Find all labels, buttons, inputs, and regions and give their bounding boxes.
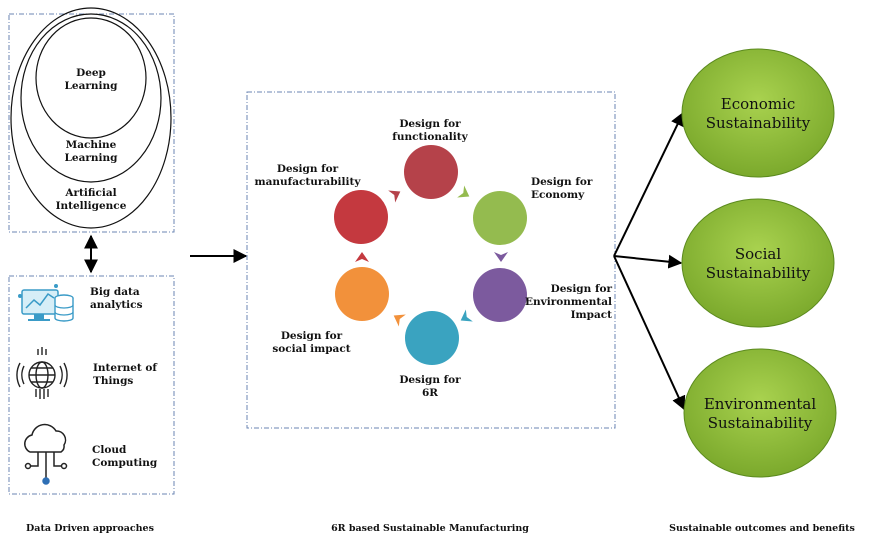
design-for-economy-circle — [473, 191, 527, 245]
cycle-arrow-3 — [460, 309, 473, 322]
arrow-to-social — [613, 254, 683, 269]
design-for-manufacturability-circle — [334, 190, 388, 244]
deep-learning-ellipse — [35, 17, 147, 139]
economic-sustainability-circle — [681, 48, 835, 178]
big-data-analytics-icon — [18, 284, 74, 322]
design-for-social-impact-circle — [335, 267, 389, 321]
caption-outcomes: Sustainable outcomes and benefits — [669, 523, 855, 534]
caption-6r-manufacturing: 6R based Sustainable Manufacturing — [331, 523, 529, 534]
design-cycle — [334, 145, 527, 365]
cycle-arrow-6 — [388, 190, 401, 203]
design-for-6r-circle — [405, 311, 459, 365]
machine-learning-ellipse — [20, 13, 162, 183]
cycle-arrow-4 — [393, 314, 406, 327]
cycle-arrow-2 — [494, 252, 508, 262]
arrow-to-environmental — [613, 255, 686, 411]
environmental-sustainability-circle — [683, 348, 837, 478]
cycle-arrow-5 — [355, 252, 369, 262]
internet-of-things-icon — [16, 347, 68, 399]
design-for-functionality-circle — [404, 145, 458, 199]
arrow-to-economic — [613, 111, 684, 257]
technologies-frame — [8, 275, 175, 495]
cloud-computing-icon — [24, 423, 68, 485]
design-cycle-frame — [246, 91, 616, 429]
caption-data-driven: Data Driven approaches — [26, 523, 154, 534]
artificial-intelligence-ellipse — [10, 7, 172, 229]
design-for-environmental-impact-circle — [473, 268, 527, 322]
cycle-arrow-1 — [457, 185, 470, 198]
social-sustainability-circle — [681, 198, 835, 328]
